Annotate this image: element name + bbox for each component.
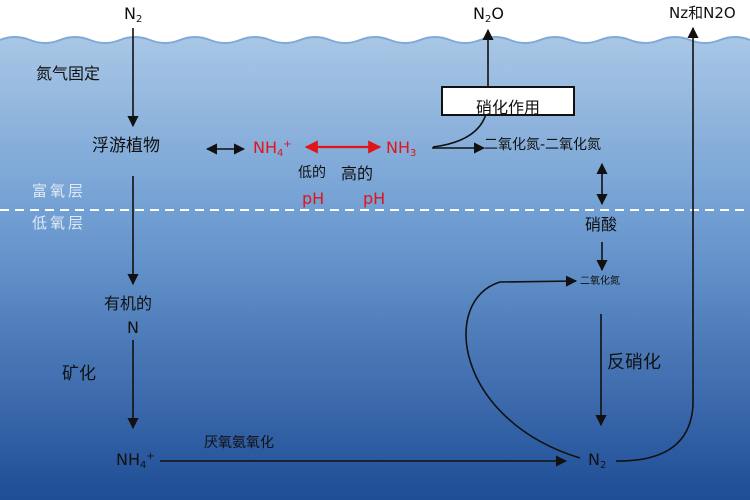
low-ph-label: 低的	[298, 165, 326, 181]
organic-n-line2: N	[127, 318, 139, 337]
nitrification-label: 硝化作用	[475, 98, 540, 117]
oxygen-rich-zone-label: 富氧层	[32, 182, 87, 200]
mineralization-label: 矿化	[62, 364, 96, 384]
nitrogen-fixation-label: 氮气固定	[36, 64, 101, 83]
surface-n2-and-n2o-label: Nz和N2O	[669, 4, 736, 22]
nh3-label: NH3	[386, 138, 417, 159]
nitrification-box: 硝化作用	[441, 86, 575, 117]
nitrogen-dioxide-label: 二氧化氮-二氧化氮	[484, 137, 602, 153]
nh4-label: NH4+	[253, 138, 292, 159]
denitrification-label: 反硝化	[607, 352, 661, 373]
low-ph-value: pH	[302, 189, 325, 208]
ocean-water	[0, 37, 750, 500]
high-ph-value: pH	[363, 189, 386, 208]
surface-n2-label: N2	[124, 4, 143, 25]
nitrogen-dioxide-small-label: 二氧化氮	[580, 276, 620, 287]
nitric-acid-label: 硝酸	[585, 215, 618, 234]
bottom-n2-label: N2	[588, 450, 607, 471]
surface-n2o-label: N2O	[473, 4, 504, 25]
arrow-recycle-curve	[465, 275, 581, 459]
phytoplankton-label: 浮游植物	[92, 136, 160, 156]
arrow-n2-to-surface	[615, 26, 699, 462]
bottom-nh4-label: NH4+	[116, 450, 155, 471]
anammox-label: 厌氧氨氧化	[204, 435, 274, 451]
oxygen-poor-zone-label: 低氧层	[32, 214, 87, 232]
water-surface-line	[0, 36, 750, 44]
organic-n-line1: 有机的	[104, 294, 153, 313]
high-ph-label: 高的	[341, 164, 374, 183]
